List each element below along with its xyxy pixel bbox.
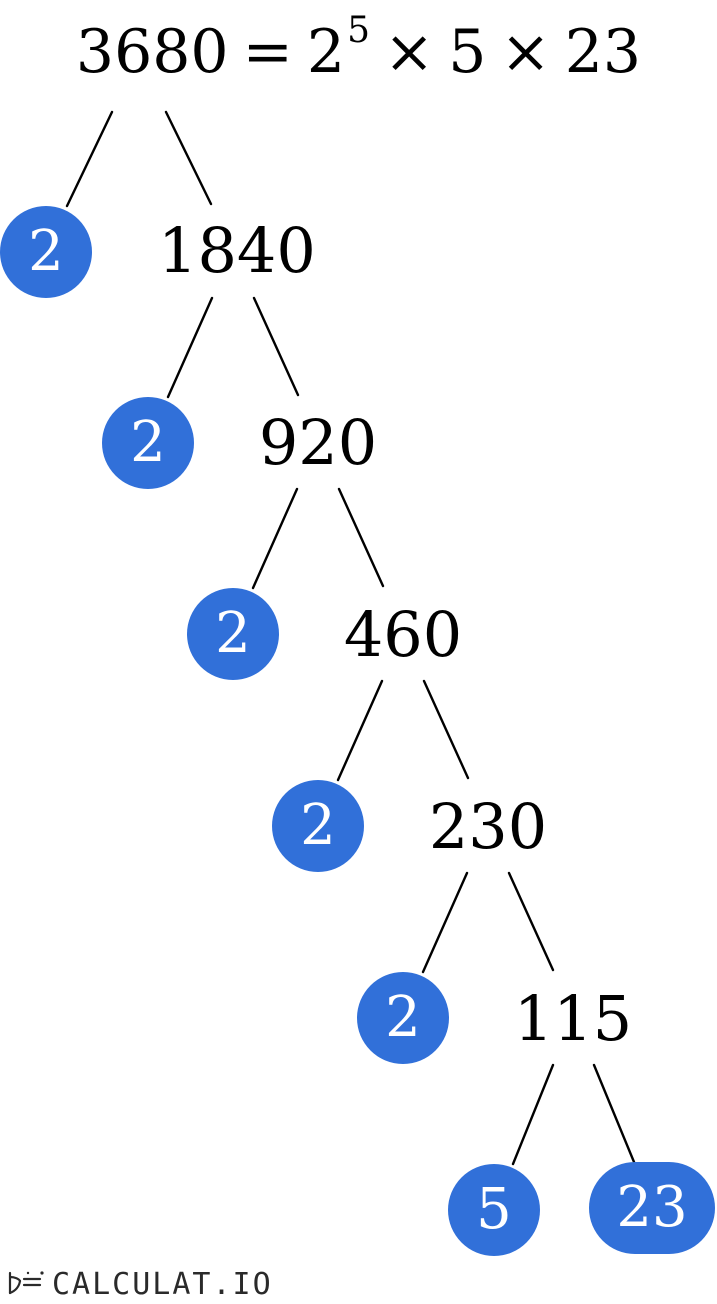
prime-node: 2 bbox=[272, 780, 364, 872]
times-sign: × bbox=[500, 17, 551, 87]
prime-node: 23 bbox=[589, 1162, 715, 1254]
factorization-equation: 3680=25×5×23 bbox=[0, 13, 717, 83]
edge-920-to-2 bbox=[251, 487, 299, 590]
edge-3680-to-1840 bbox=[164, 110, 213, 206]
edge-230-to-115 bbox=[507, 871, 555, 972]
prime-node: 2 bbox=[102, 397, 194, 489]
edge-115-to-23 bbox=[592, 1063, 636, 1164]
composite-node: 460 bbox=[343, 598, 463, 671]
edge-1840-to-920 bbox=[252, 296, 300, 397]
calculat-io-logo-icon bbox=[6, 1267, 46, 1302]
prime-node: 2 bbox=[0, 206, 92, 298]
composite-node: 1840 bbox=[158, 214, 316, 287]
edge-230-to-2 bbox=[421, 871, 469, 974]
logo-text: CALCULAT.IO bbox=[52, 1266, 273, 1302]
composite-node: 230 bbox=[428, 790, 548, 863]
equation-factor: 23 bbox=[564, 17, 642, 87]
calculat-io-logo[interactable]: CALCULAT.IO bbox=[6, 1266, 273, 1302]
equation-base: 2 bbox=[306, 17, 346, 87]
edge-115-to-5 bbox=[511, 1063, 555, 1166]
composite-node: 115 bbox=[513, 982, 633, 1055]
prime-node: 2 bbox=[187, 588, 279, 680]
equals-sign: = bbox=[242, 17, 293, 87]
times-sign: × bbox=[383, 17, 435, 87]
composite-node: 920 bbox=[258, 406, 378, 479]
equation-factor: 5 bbox=[448, 17, 487, 87]
equation-exponent: 5 bbox=[347, 10, 370, 51]
edge-460-to-230 bbox=[422, 679, 470, 780]
edge-1840-to-2 bbox=[166, 296, 214, 399]
edge-3680-to-2 bbox=[65, 110, 114, 208]
equation-number: 3680 bbox=[75, 17, 229, 87]
edge-920-to-460 bbox=[337, 487, 385, 588]
edge-460-to-2 bbox=[336, 679, 384, 782]
prime-node: 5 bbox=[448, 1164, 540, 1256]
prime-node: 2 bbox=[357, 972, 449, 1064]
